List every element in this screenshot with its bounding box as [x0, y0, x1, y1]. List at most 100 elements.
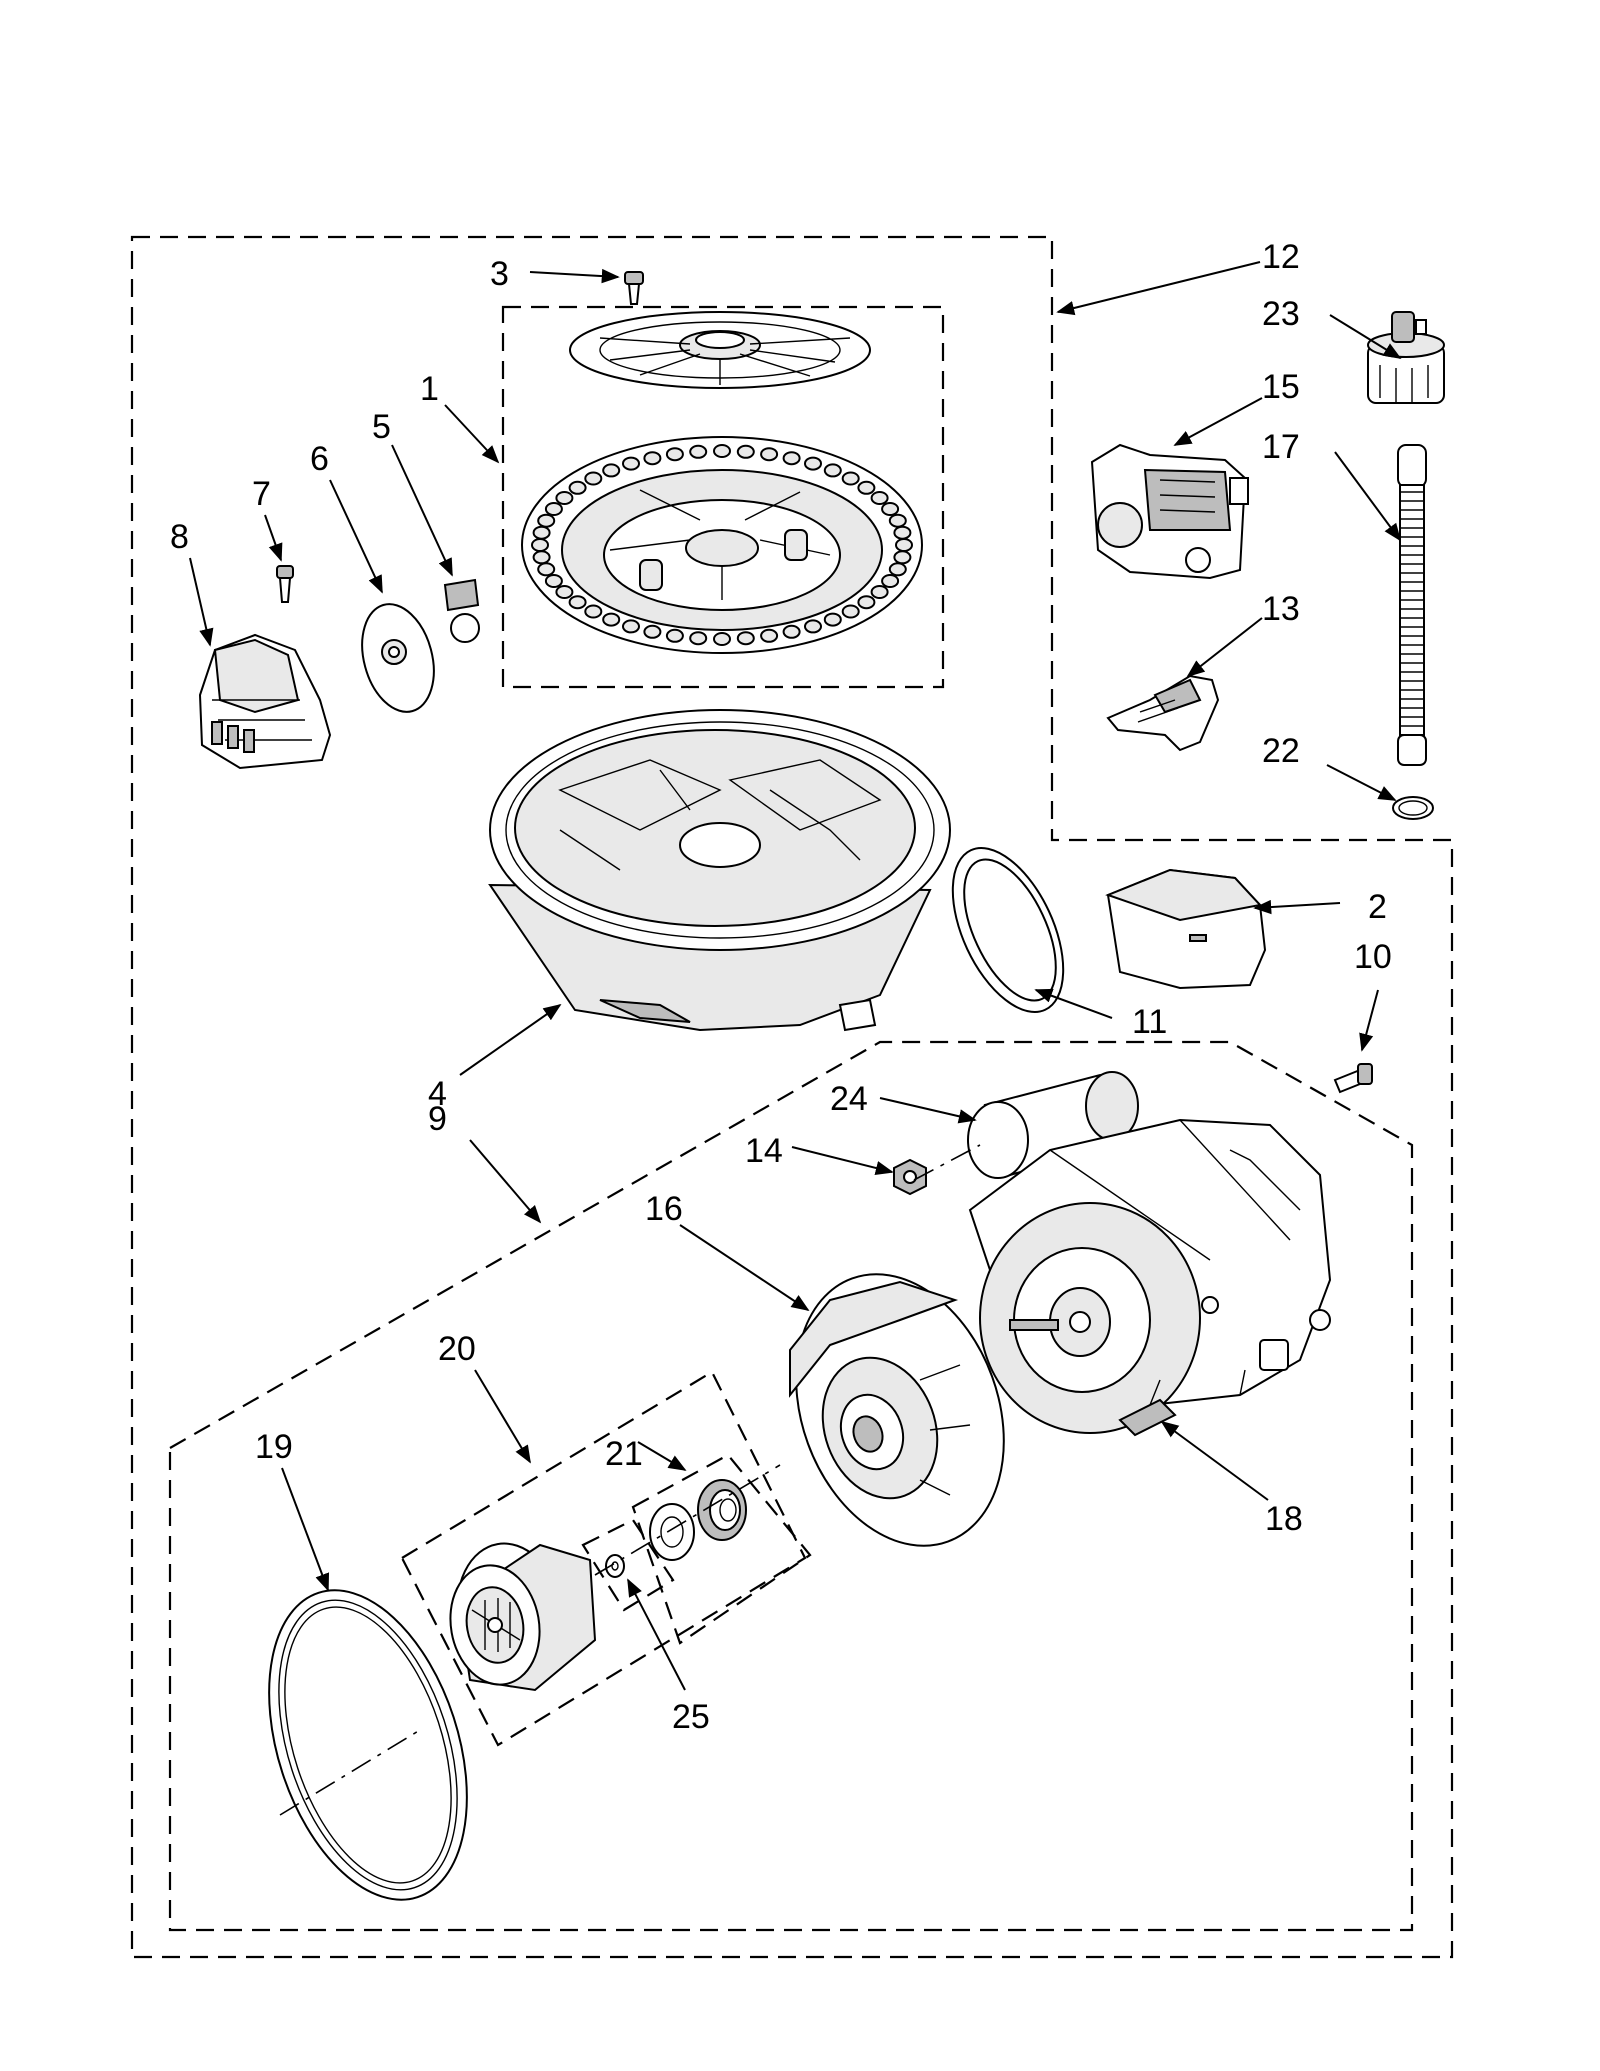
spray-nozzle [643, 624, 662, 639]
cover-2-icon [1105, 868, 1267, 990]
wash-motor-18-icon [968, 1118, 1332, 1437]
callout-21: 21 [605, 1435, 643, 1473]
spray-nozzle [602, 463, 621, 478]
spray-nozzle [823, 463, 842, 478]
sensor-23-icon [1367, 311, 1445, 404]
spray-nozzle [713, 444, 731, 458]
callout-7: 7 [252, 475, 271, 513]
spray-nozzle [881, 574, 900, 588]
spray-nozzle [544, 502, 563, 516]
callout-17: 17 [1262, 428, 1300, 466]
pump-motor-group-boundary [168, 1040, 1414, 1932]
spray-nozzle [532, 550, 551, 565]
spray-nozzle [736, 444, 755, 459]
washer-25-icon [605, 1554, 625, 1578]
spray-nozzle [841, 471, 860, 486]
callout-3: 3 [490, 255, 509, 293]
seal-kit-group-boundary [400, 1370, 807, 1747]
callout-4: 4 [428, 1075, 447, 1113]
callout-16: 16 [645, 1190, 683, 1228]
spray-nozzle [888, 513, 907, 528]
spray-nozzle [584, 604, 603, 619]
callout-9: 9 [428, 1100, 447, 1138]
spray-nozzle [782, 624, 801, 639]
drain-hose-17-icon [1397, 444, 1427, 766]
leader-lines [189, 261, 1402, 1691]
spray-nozzle [544, 574, 563, 588]
spray-nozzle [689, 631, 708, 646]
callout-13: 13 [1262, 590, 1300, 628]
spray-nozzle [804, 619, 822, 634]
spray-nozzle [760, 447, 779, 462]
screw-10-icon [1333, 1063, 1373, 1094]
chopper-disc-6-icon [361, 603, 435, 713]
callout-22: 22 [1262, 732, 1300, 770]
callout-6: 6 [310, 440, 329, 478]
spray-nozzle [537, 513, 556, 528]
spray-nozzle [568, 480, 587, 495]
o-ring-19-icon [268, 1589, 468, 1901]
callout-1: 1 [420, 370, 439, 408]
spray-nozzle [841, 604, 860, 619]
screw-3-icon [624, 271, 644, 305]
spray-nozzle [881, 502, 900, 516]
callout-12: 12 [1262, 238, 1300, 276]
callout-2: 2 [1368, 888, 1387, 926]
spray-arm-nozzles [531, 444, 913, 646]
check-valve-5-icon [443, 578, 480, 643]
washer-subgroup-boundary [581, 1518, 675, 1612]
spray-nozzle [823, 612, 842, 627]
spray-nozzle [537, 562, 556, 577]
spray-nozzle [665, 628, 684, 643]
spray-nozzle [532, 525, 551, 540]
callout-15: 15 [1262, 368, 1300, 406]
spray-arm-cover-icon [569, 311, 871, 389]
callout-23: 23 [1262, 295, 1300, 333]
callout-19: 19 [255, 1428, 293, 1466]
spray-nozzle [804, 456, 822, 471]
callout-14: 14 [745, 1132, 783, 1170]
callout-20: 20 [438, 1330, 476, 1368]
spray-nozzle [584, 471, 603, 486]
spray-nozzle [870, 585, 889, 599]
spray-nozzle [760, 628, 779, 643]
spray-nozzle [555, 585, 574, 599]
bracket-13-icon [1106, 674, 1220, 752]
callout-5: 5 [372, 408, 391, 446]
spray-nozzle [602, 612, 621, 627]
spray-nozzle [568, 595, 587, 610]
sump-housing-4-icon [488, 709, 951, 1032]
spray-nozzle [888, 562, 907, 577]
seal-21-icon [649, 1479, 747, 1561]
spray-nozzle [555, 491, 574, 505]
drain-hose-ribs [1400, 491, 1424, 727]
spray-nozzle [893, 525, 912, 540]
impeller-20-icon [449, 1542, 597, 1692]
callout-24: 24 [830, 1080, 868, 1118]
impeller-housing-16-icon [789, 1273, 1005, 1547]
spray-nozzle [713, 632, 731, 646]
callout-8: 8 [170, 518, 189, 556]
spray-nozzle [893, 550, 912, 565]
spray-nozzle [531, 538, 549, 552]
callout-18: 18 [1265, 1500, 1303, 1538]
drain-pump-15-icon [1090, 443, 1249, 580]
spray-nozzle [895, 538, 913, 552]
hose-clamp-22-icon [1392, 796, 1434, 820]
spray-arm-1-icon [521, 436, 923, 654]
spray-nozzle [857, 480, 876, 495]
callout-10: 10 [1354, 938, 1392, 976]
spray-nozzle [870, 491, 889, 505]
spray-nozzle [622, 456, 640, 471]
spray-nozzle [689, 444, 708, 459]
callout-25: 25 [672, 1698, 710, 1736]
spray-nozzle [782, 451, 801, 466]
spray-nozzle [665, 447, 684, 462]
screw-7-icon [276, 565, 294, 603]
callout-11: 11 [1132, 1003, 1167, 1041]
spray-nozzle [622, 619, 640, 634]
filter-housing-8-icon [198, 633, 332, 770]
nut-14-icon [893, 1158, 927, 1196]
spray-nozzle [736, 631, 755, 646]
